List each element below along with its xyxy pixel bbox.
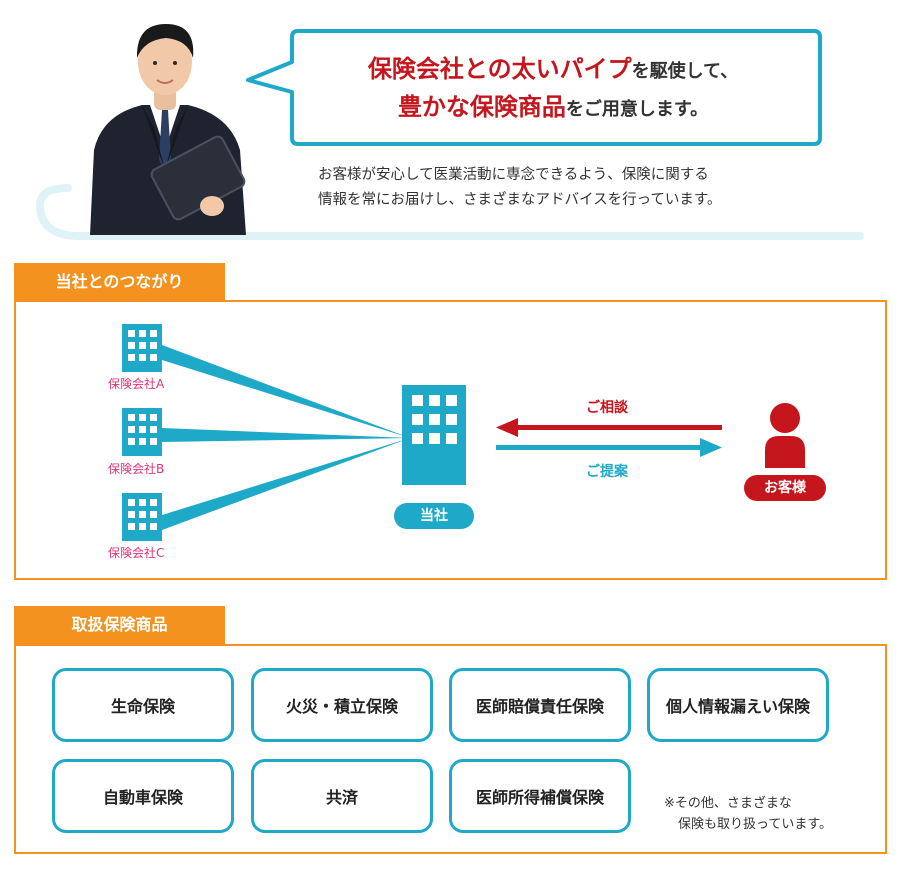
product-income-protection-insurance: 医師所得補償保険 [449,759,631,833]
products-note-line-1: ※その他、さまざまな [664,796,792,811]
our-company-badge: 当社 [394,503,474,529]
headline-line-2-emphasis: 豊かな保険商品 [397,93,566,121]
proposal-arrow [496,438,722,457]
product-life-insurance: 生命保険 [52,668,234,742]
building-icon-our-company [402,385,466,485]
speech-bubble [246,29,822,146]
headline-line-1-rest: を駆使して、 [631,61,739,82]
insurer-label-b: 保険会社B [108,462,165,476]
headline-line-2: 豊かな保険商品をご用意します。 [288,90,818,127]
consult-label: ご相談 [586,400,628,416]
proposal-label: ご提案 [586,464,628,480]
connector-beam-a [162,345,410,438]
section-title-products: 取扱保険商品 [14,606,225,644]
product-fire-savings-insurance: 火災・積立保険 [251,668,433,742]
products-note-line-2: 保険も取り扱っています。 [678,817,833,832]
hero-section: 保険会社との太いパイプを駆使して、 豊かな保険商品をご用意します。 お客様が安心… [0,0,900,245]
product-auto-insurance: 自動車保険 [52,759,234,833]
businessman-illustration [90,24,246,235]
intro-text-line-2: 情報を常にお届けし、さまざまなアドバイスを行っています。 [318,192,722,208]
building-icon-insurer-b [122,408,162,456]
headline-line-1-emphasis: 保険会社との太いパイプ [367,55,632,83]
customer-badge: お客様 [744,475,826,501]
building-icon-insurer-c [122,493,162,541]
person-icon-customer [765,403,805,468]
connector-beam-b [162,428,410,442]
building-icon-insurer-a [122,324,162,372]
headline-line-2-rest: をご用意します。 [565,99,709,120]
headline-line-1: 保険会社との太いパイプを駆使して、 [288,52,818,89]
product-mutual-aid: 共済 [251,759,433,833]
product-privacy-leak-insurance: 個人情報漏えい保険 [647,668,829,742]
decorative-wave-line [35,184,864,240]
product-medical-liability-insurance: 医師賠償責任保険 [449,668,631,742]
section-title-connection: 当社とのつながり [14,263,225,301]
connector-beam-c [162,438,410,530]
consult-arrow [496,418,722,437]
insurer-label-c: 保険会社C [108,546,165,560]
insurer-label-a: 保険会社A [108,377,165,391]
intro-text-line-1: お客様が安心して医業活動に専念できるよう、保険に関する [318,167,709,183]
